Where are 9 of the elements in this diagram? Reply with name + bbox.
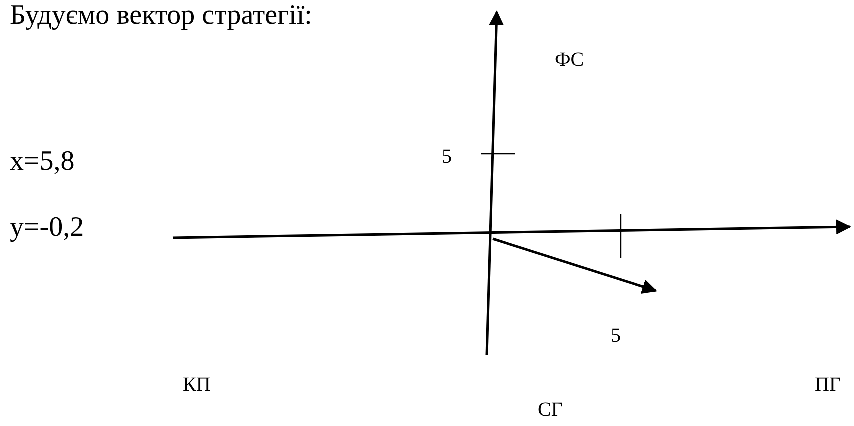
tick-label: 5 — [611, 326, 621, 346]
coordinate-value: y=-0,2 — [10, 214, 84, 242]
title: Будуємо вектор стратегії: — [10, 2, 312, 30]
tick-label: 5 — [442, 147, 452, 167]
axis-label: СГ — [538, 400, 563, 420]
axis-label: ПГ — [815, 375, 842, 395]
coordinate-value: x=5,8 — [10, 148, 75, 176]
axis-label: КП — [183, 375, 211, 395]
axis-label: ФС — [555, 50, 584, 70]
